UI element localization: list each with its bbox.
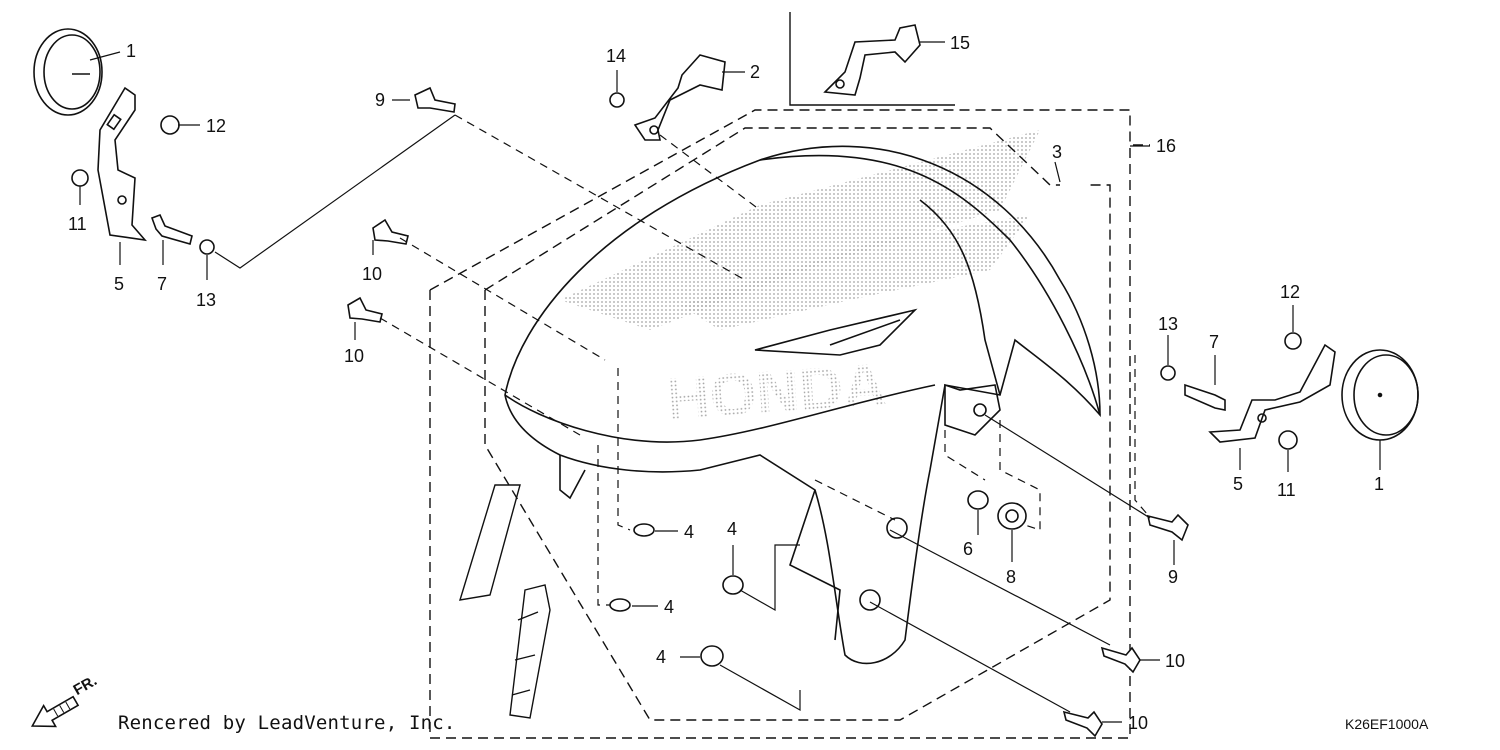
front-direction-arrow-icon: FR. <box>30 672 100 728</box>
bolt-10-b <box>347 296 383 323</box>
callout-label: 9 <box>1168 567 1178 587</box>
bolt-10-d <box>1062 710 1103 738</box>
nut-12-left <box>160 115 180 135</box>
callout-label: 10 <box>344 346 364 366</box>
callout-label: 16 <box>1156 136 1176 156</box>
callout-label: 4 <box>684 522 694 542</box>
render-credit: Rencered by LeadVenture, Inc. <box>118 712 456 734</box>
nut-12-right <box>1284 332 1302 350</box>
callout-label: 13 <box>196 290 216 310</box>
callout-label: 4 <box>727 519 737 539</box>
callout-label: 15 <box>950 33 970 53</box>
callout-label: 10 <box>1128 713 1148 733</box>
grommet-4-b <box>609 598 631 612</box>
callout-label: 10 <box>1165 651 1185 671</box>
callout-label: 7 <box>1209 332 1219 352</box>
callout-label: 5 <box>1233 474 1243 494</box>
nut-11-left <box>71 169 89 187</box>
assembly-boundaries <box>429 12 1150 739</box>
front-direction-label: FR. <box>71 672 100 699</box>
fender-decals <box>459 484 551 719</box>
nut-14 <box>609 92 625 108</box>
grommet-4-a <box>633 523 655 537</box>
callout-label: 13 <box>1158 314 1178 334</box>
bolt-9-top <box>414 86 456 113</box>
callout-label: 3 <box>1052 142 1062 162</box>
reflector-left <box>33 28 103 116</box>
callout-label: 4 <box>656 647 666 667</box>
brake-hose-bracket <box>633 54 726 141</box>
hose-clamp <box>823 24 921 96</box>
reflector-right <box>1341 349 1419 441</box>
callout-label: 11 <box>1277 480 1296 500</box>
callout-label: 11 <box>68 214 87 234</box>
grommet-4-d <box>700 645 724 667</box>
nut-11-right <box>1278 430 1298 450</box>
callout-label: 8 <box>1006 567 1016 587</box>
bolt-10-c <box>1100 646 1141 674</box>
front-fender <box>504 145 1101 665</box>
callout-label: 1 <box>1374 474 1384 494</box>
callout-label: 9 <box>375 90 385 110</box>
grommet-4-c <box>722 575 744 595</box>
callout-label: 7 <box>157 274 167 294</box>
callout-label: 14 <box>606 46 626 66</box>
callout-label: 6 <box>963 539 973 559</box>
bolt-7-left <box>150 213 193 245</box>
washer-13-left <box>199 239 215 255</box>
collar-6 <box>967 490 989 510</box>
callout-labels: 1 2 3 16 14 15 9 12 11 5 7 13 10 10 13 7… <box>68 33 1384 733</box>
honda-wing-logo: HONDA <box>560 130 1040 433</box>
callout-label: 1 <box>126 41 136 61</box>
leader-lines <box>79 41 1381 723</box>
washer-13-right <box>1160 365 1176 381</box>
reflector-bracket-right <box>1208 343 1336 443</box>
callout-label: 4 <box>664 597 674 617</box>
callout-label: 2 <box>750 62 760 82</box>
callout-label: 10 <box>362 264 382 284</box>
reflector-bracket-left <box>97 86 148 242</box>
bolt-10-a <box>372 218 409 245</box>
diagram-code: K26EF1000A <box>1345 716 1429 732</box>
bolt-9-right <box>1146 513 1189 542</box>
honda-wordmark: HONDA <box>664 351 888 433</box>
callout-label: 12 <box>206 116 226 136</box>
callout-label: 5 <box>114 274 124 294</box>
callout-label: 12 <box>1280 282 1300 302</box>
bolt-7-right <box>1184 383 1226 411</box>
